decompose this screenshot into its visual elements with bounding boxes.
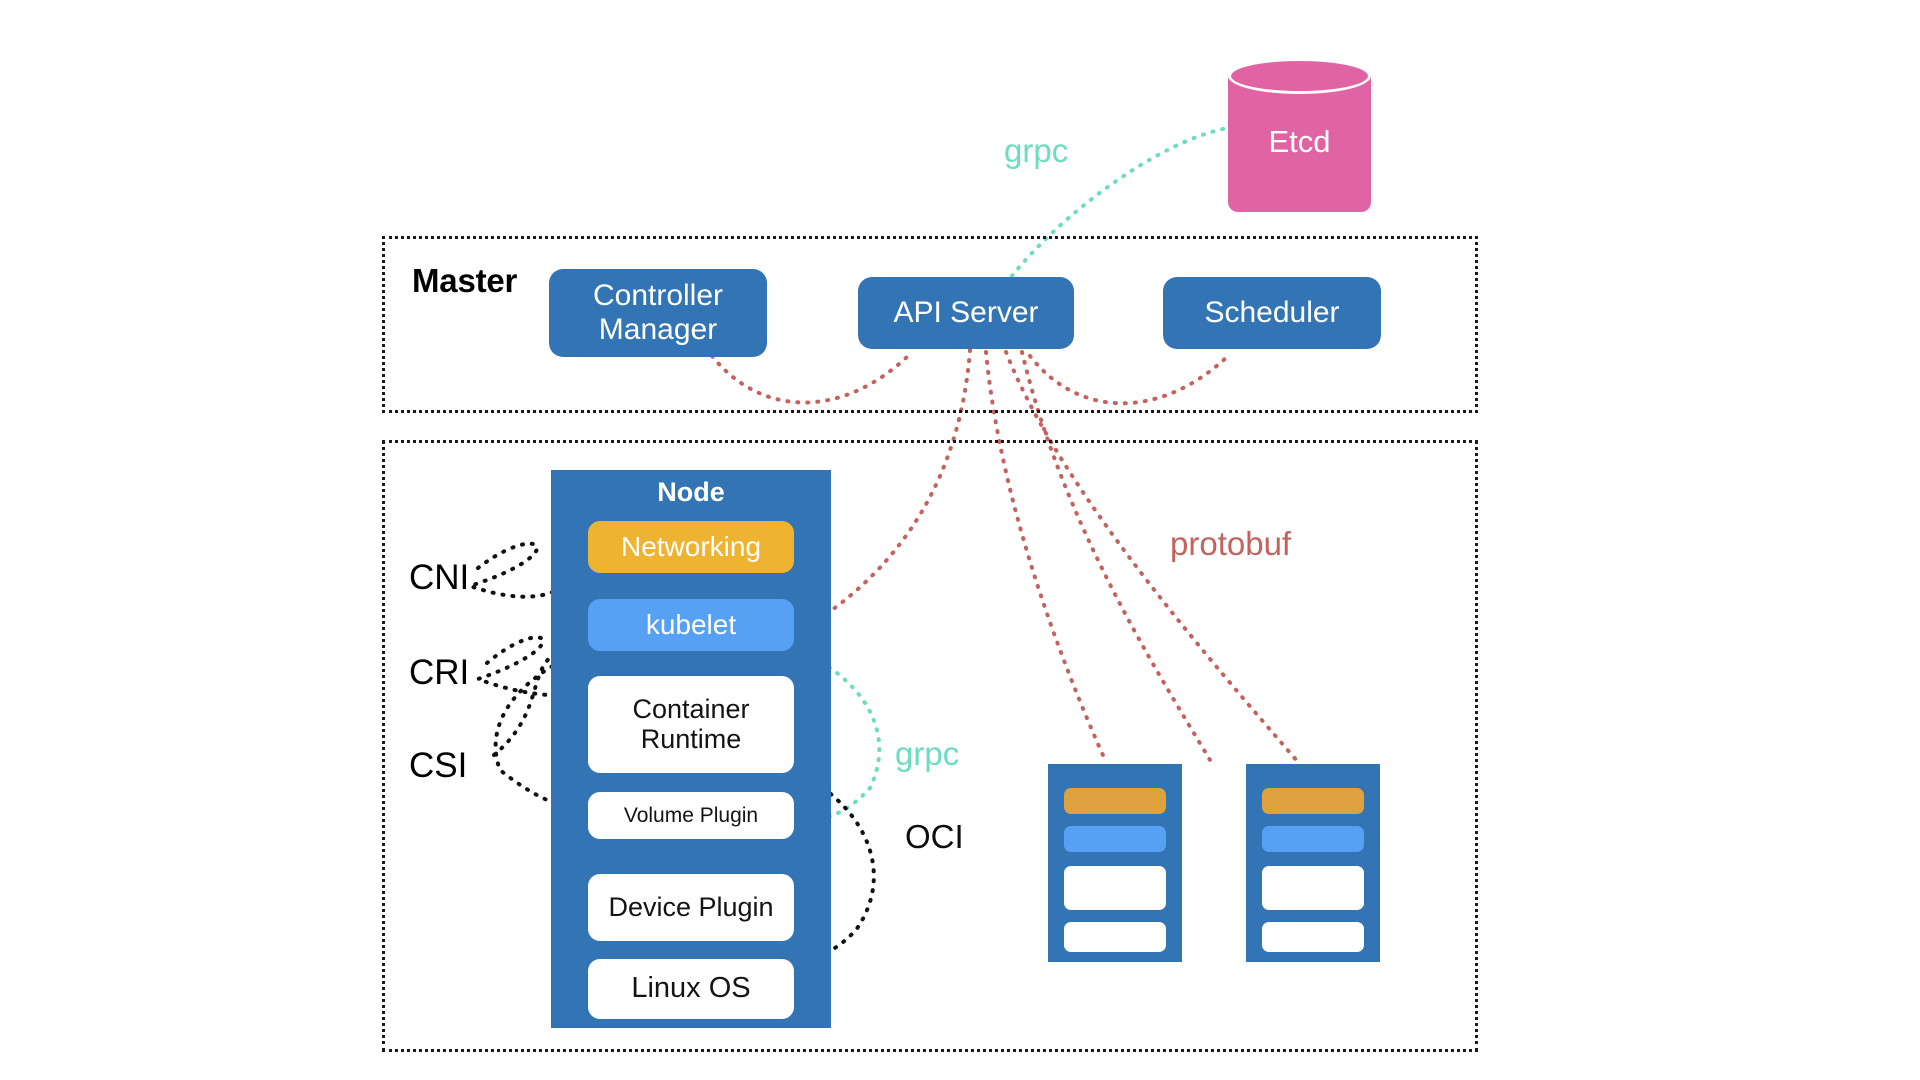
- interface-label-cri: CRI: [409, 653, 470, 692]
- etcd-cylinder-body: [1228, 75, 1371, 212]
- master-group-container: [382, 236, 1478, 413]
- node-item-kubelet[interactable]: kubelet: [588, 599, 794, 651]
- pod-slot-os: [1064, 922, 1166, 952]
- interface-label-csi: CSI: [409, 746, 468, 785]
- node-item-volume-plugin[interactable]: Volume Plugin: [588, 792, 794, 839]
- pod-slot-kubelet: [1064, 826, 1166, 852]
- interface-label-cni: CNI: [409, 558, 470, 597]
- api-server-component[interactable]: API Server: [858, 277, 1074, 349]
- controller-manager-component[interactable]: Controller Manager: [549, 269, 767, 357]
- pod-slot-networking: [1064, 788, 1166, 814]
- pod-node-1[interactable]: [1048, 764, 1182, 962]
- node-item-device-plugin[interactable]: Device Plugin: [588, 874, 794, 941]
- etcd-label: Etcd: [1268, 124, 1331, 159]
- pod-node-2[interactable]: [1246, 764, 1380, 962]
- pod-slot-runtime: [1262, 866, 1364, 910]
- pod-slot-os: [1262, 922, 1364, 952]
- protocol-label-grpc-etcd: grpc: [1004, 132, 1069, 169]
- node-item-linux-os[interactable]: Linux OS: [588, 959, 794, 1019]
- worker-group-container: [382, 440, 1478, 1052]
- etcd-datastore[interactable]: Etcd: [1228, 58, 1371, 212]
- protocol-label-grpc-cri: grpc: [895, 735, 960, 772]
- node-title: Node: [657, 477, 725, 507]
- node-item-container-runtime[interactable]: Container Runtime: [588, 676, 794, 773]
- pod-slot-networking: [1262, 788, 1364, 814]
- pod-slot-kubelet: [1262, 826, 1364, 852]
- pod-slot-runtime: [1064, 866, 1166, 910]
- scheduler-component[interactable]: Scheduler: [1163, 277, 1381, 349]
- master-group-title: Master: [412, 262, 518, 299]
- node-item-networking[interactable]: Networking: [588, 521, 794, 573]
- protocol-label-oci: OCI: [905, 818, 964, 855]
- protocol-label-protobuf: protobuf: [1170, 525, 1292, 562]
- etcd-cylinder-top: [1228, 58, 1371, 94]
